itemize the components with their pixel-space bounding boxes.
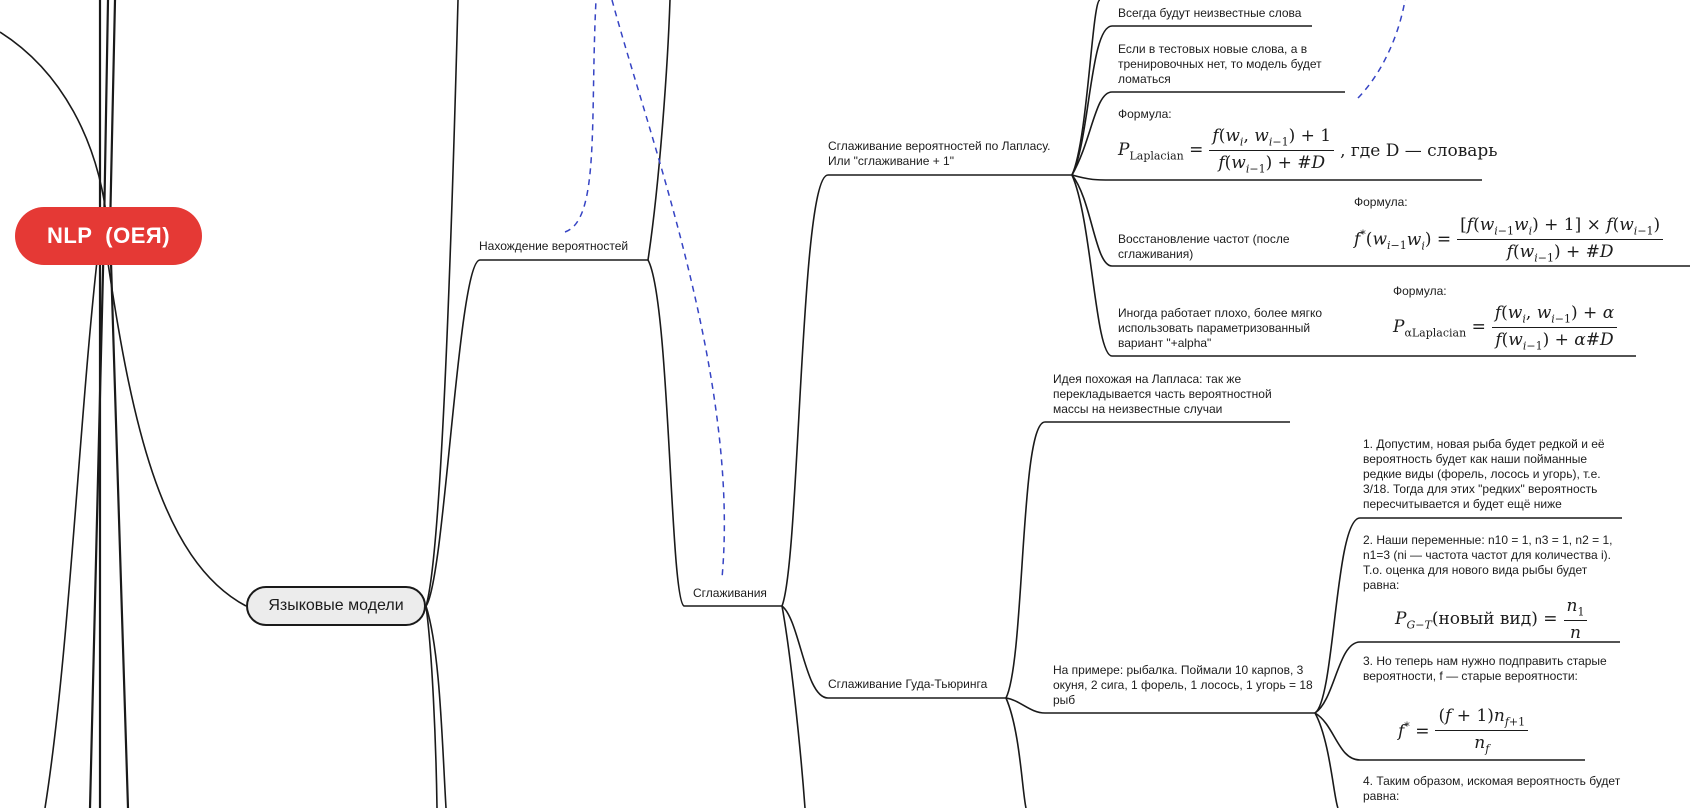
formula-label: Формула: <box>1393 284 1447 298</box>
laplace-child-line <box>1071 174 1690 267</box>
formula-laplacian-suffix: , где D — словарь <box>1340 140 1498 161</box>
laplace-child-line <box>1071 174 1636 357</box>
topic-branch-line <box>425 0 459 607</box>
root-branch-line <box>108 0 130 808</box>
formula-label: Формула: <box>1354 195 1408 209</box>
topic-to-finding-line <box>425 259 648 607</box>
example-step-line <box>1314 712 1339 808</box>
formula-new-species-text: (новый вид) <box>1431 608 1538 629</box>
root-to-topic-line <box>103 234 247 607</box>
leaf-restore-frequencies[interactable]: Восстановление частот (после сглаживания… <box>1118 232 1290 261</box>
formula-restored-frequency: f*(wi−1wi) = [f(wi−1wi) + 1] × f(wi−1)f(… <box>1354 215 1669 265</box>
leaf-alpha-variant[interactable]: Иногда работает плохо, более мягко испол… <box>1118 306 1323 350</box>
root-branch-line <box>44 234 101 808</box>
root-topic[interactable]: NLP (ОЕЯ) <box>15 207 202 265</box>
example-step-line <box>1314 712 1585 761</box>
example-step-line <box>1314 517 1622 714</box>
node-good-turing[interactable]: Сглаживание Гуда-Тьюринга <box>828 677 988 691</box>
node-smoothing[interactable]: Сглаживания <box>693 586 767 600</box>
formula-label: Формула: <box>1118 107 1172 121</box>
relationship-link <box>611 0 726 579</box>
finding-to-smoothing-line <box>647 259 782 607</box>
topic-branch-line <box>425 605 438 808</box>
leaf-step-4[interactable]: 4. Таким образом, искомая вероятность бу… <box>1363 774 1621 803</box>
leaf-step-3[interactable]: 3. Но теперь нам нужно подправить старые… <box>1363 654 1607 683</box>
leaf-unknown-words[interactable]: Всегда будут неизвестные слова <box>1118 6 1302 20</box>
goodturing-child-line <box>1005 697 1027 808</box>
goodturing-child-line <box>1005 421 1290 699</box>
node-finding-probabilities[interactable]: Нахождение вероятностей <box>479 239 629 253</box>
goodturing-child-line <box>1005 697 1315 714</box>
laplace-child-line <box>1071 0 1101 176</box>
leaf-step-1[interactable]: 1. Допустим, новая рыба будет редкой и е… <box>1363 437 1605 511</box>
leaf-step-2[interactable]: 2. Наши переменные: n10 = 1, n3 = 1, n2 … <box>1363 533 1613 592</box>
root-branch-line <box>0 31 109 231</box>
relationship-link <box>1357 0 1406 99</box>
example-step-line <box>1314 641 1620 714</box>
relationship-link <box>564 0 597 233</box>
leaf-test-new-words[interactable]: Если в тестовых новые слова, а в трениро… <box>1118 42 1322 86</box>
laplace-child-line <box>1071 174 1482 181</box>
topic-branch-line <box>425 605 447 808</box>
finding-branch-line <box>647 0 671 261</box>
smoothing-to-goodturing-line <box>781 605 1006 699</box>
smoothing-to-laplace-line <box>781 174 1072 607</box>
topic-language-models[interactable]: Языковые модели <box>246 586 426 626</box>
leaf-fishing-example[interactable]: На примере: рыбалка. Поймали 10 карпов, … <box>1053 663 1313 707</box>
node-laplace-smoothing[interactable]: Сглаживание вероятностей по Лапласу. Или… <box>828 139 1051 168</box>
leaf-idea-like-laplace[interactable]: Идея похожая на Лапласа: так же переклад… <box>1053 372 1272 416</box>
smoothing-branch-line <box>781 605 806 808</box>
laplace-child-line <box>1071 91 1345 176</box>
